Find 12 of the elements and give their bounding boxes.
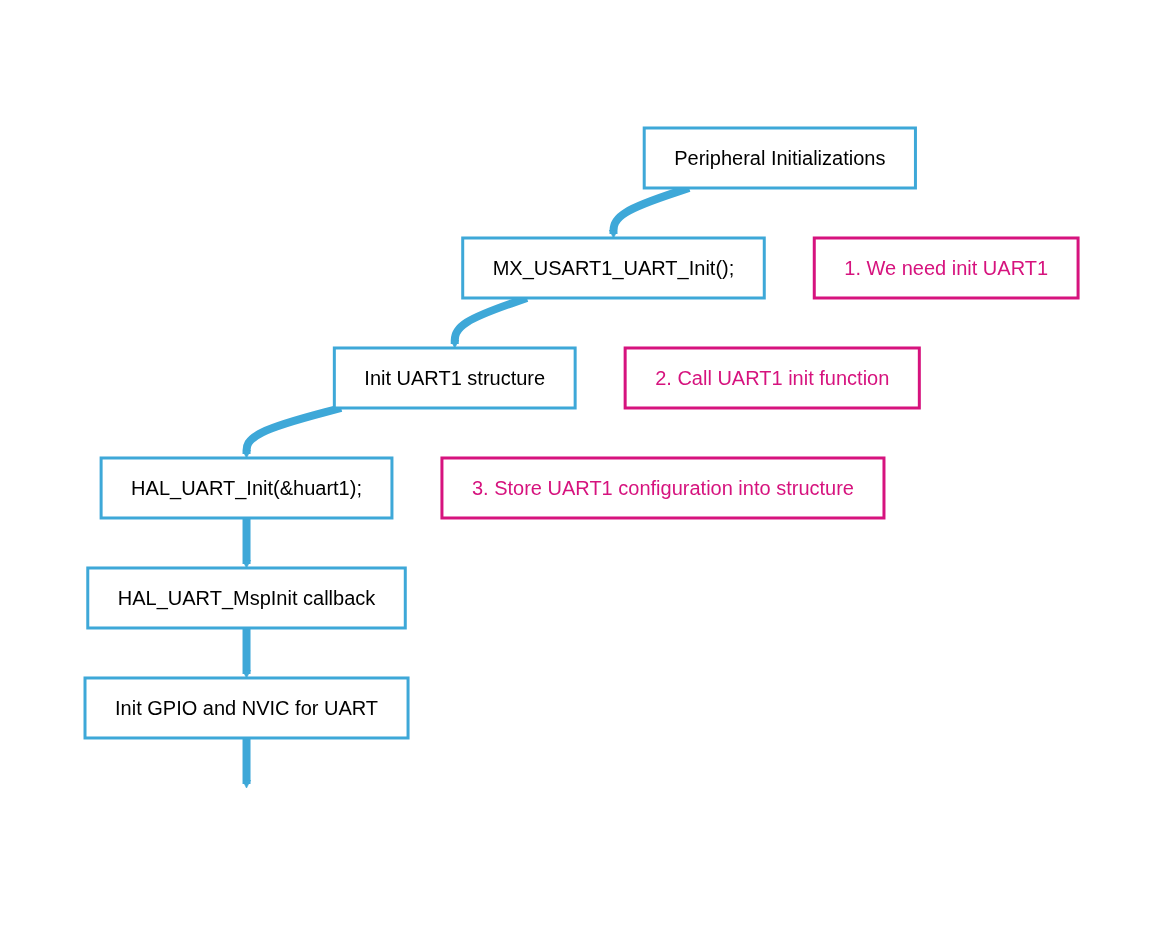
arrow — [242, 518, 252, 569]
node-box: 1. We need init UART1 — [813, 236, 1081, 300]
node-box: HAL_UART_MspInit callback — [86, 566, 408, 630]
node-box: Init GPIO and NVIC for UART — [83, 676, 410, 740]
arrow — [242, 628, 252, 679]
node-box: HAL_UART_Init(&huart1); — [100, 456, 394, 520]
node-box: MX_USART1_UART_Init(); — [461, 236, 767, 300]
node-box: Init UART1 structure — [333, 346, 578, 410]
node-box: Peripheral Initializations — [643, 126, 918, 190]
arrow — [242, 738, 252, 789]
node-box: 2. Call UART1 init function — [624, 346, 922, 410]
node-box: 3. Store UART1 configuration into structure — [440, 456, 886, 520]
